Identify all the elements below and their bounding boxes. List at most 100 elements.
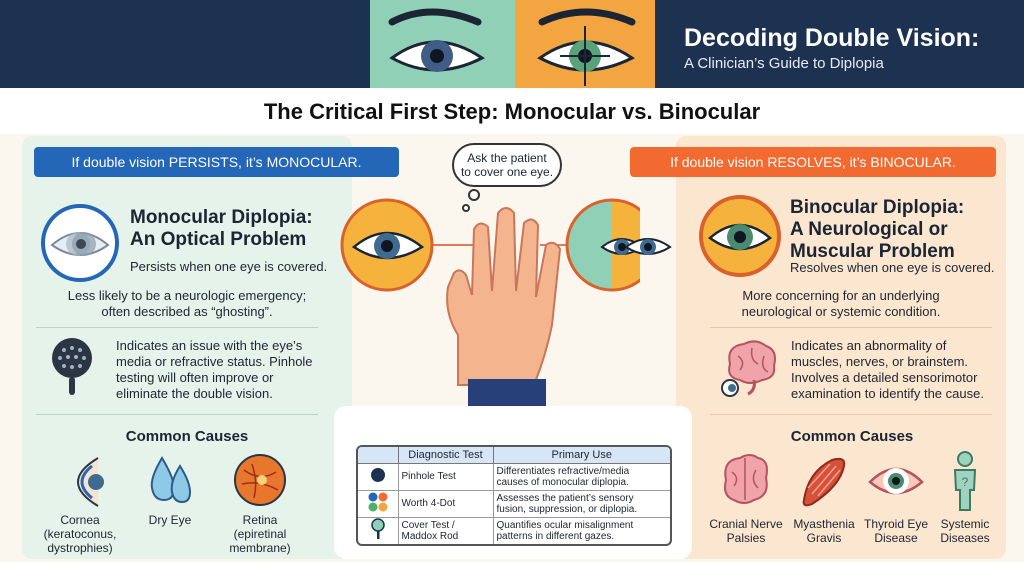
svg-text:?: ? <box>962 475 969 489</box>
table-row: Cover Test / Maddox Rod Quantifies ocula… <box>358 516 670 544</box>
bubble-line: Ask the patient <box>467 151 547 165</box>
text-line: More concerning for an underlying <box>742 288 940 303</box>
occluder-icon <box>358 516 399 544</box>
divider <box>710 414 992 415</box>
text-line: media or refractive status. Pinhole <box>116 354 313 369</box>
use-line: causes of monocular diplopia. <box>496 476 629 488</box>
brain-icon <box>724 454 768 504</box>
divider <box>36 414 318 415</box>
text-line: often described as “ghosting”. <box>101 304 273 319</box>
test-use: Quantifies ocular misalignment patterns … <box>493 516 670 544</box>
monocular-less-likely: Less likely to be a neurologic emergency… <box>22 288 352 320</box>
pinhole-occluder-icon <box>52 338 92 395</box>
use-line: Quantifies ocular misalignment <box>496 519 634 531</box>
section-heading: The Critical First Step: Monocular vs. B… <box>263 99 761 124</box>
use-line: Differentiates refractive/media <box>496 465 630 477</box>
divider <box>710 327 992 328</box>
monocular-title-line: An Optical Problem <box>130 229 307 250</box>
cause-label: Diseases <box>940 531 990 545</box>
cause-label: Gravis <box>806 531 842 545</box>
binocular-banner: If double vision RESOLVES, it’s BINOCULA… <box>630 147 996 177</box>
binocular-indicates-text: Indicates an abnormality of muscles, ner… <box>791 338 984 402</box>
monocular-causes-title: Common Causes <box>125 428 249 445</box>
table-row: Worth 4-Dot Assesses the patient’s senso… <box>358 489 670 517</box>
monocular-title: Monocular Diplopia: An Optical Problem <box>130 207 313 251</box>
cause-label: Thyroid Eye <box>863 517 929 531</box>
muscle-icon <box>802 457 846 507</box>
cause-label: membrane) <box>229 541 291 555</box>
bubble-line: to cover one eye. <box>460 165 554 179</box>
text-line: testing will often improve or <box>116 370 274 385</box>
monocular-banner: If double vision PERSISTS, it’s MONOCULA… <box>34 147 399 177</box>
dry-eye-drops-icon <box>150 456 192 504</box>
cause-dry-eye: Dry Eye <box>130 513 210 527</box>
cause-cranial-nerve: Cranial Nerve Palsies <box>704 517 788 545</box>
text-line: examination to identify the cause. <box>791 386 984 401</box>
pinhole-dot-icon <box>358 462 399 490</box>
diagnostic-table: Diagnostic Test Primary Use Pinhole Test… <box>356 445 672 546</box>
monocular-issue-text: Indicates an issue with the eye’s media … <box>116 338 313 402</box>
use-line: fusion, suppression, or diplopia. <box>496 503 638 515</box>
text-line: eliminate the double vision. <box>116 386 273 401</box>
retina-icon <box>234 454 286 506</box>
monocular-eye-icon <box>41 204 119 282</box>
text-line: Indicates an issue with the eye’s <box>116 338 303 353</box>
test-use: Differentiates refractive/media causes o… <box>493 462 670 490</box>
column-header-test: Diagnostic Test <box>398 447 494 464</box>
icon-column-header <box>358 447 399 464</box>
binocular-title-line: Binocular Diplopia: <box>790 197 965 218</box>
binocular-resolve-text: Resolves when one eye is covered. <box>790 260 995 275</box>
text-line: muscles, nerves, or brainstem. <box>791 354 969 369</box>
binocular-title-line: Muscular Problem <box>790 241 955 262</box>
cause-retina: Retina (epiretinal membrane) <box>220 513 300 555</box>
test-name: Cover Test / Maddox Rod <box>398 516 494 544</box>
cover-eye-illustration <box>340 198 640 407</box>
brain-eye-icon <box>721 340 776 397</box>
text-line: Involves a detailed sensorimotor <box>791 370 978 385</box>
column-header-use: Primary Use <box>493 447 670 464</box>
cause-label: Retina <box>242 513 278 527</box>
heading-band <box>0 88 1024 134</box>
cause-label: Cornea <box>60 513 100 527</box>
test-use: Assesses the patient’s sensory fusion, s… <box>493 489 670 517</box>
cause-label: Palsies <box>726 531 766 545</box>
cause-label: (epiretinal <box>233 527 287 541</box>
binocular-title: Binocular Diplopia: A Neurological or Mu… <box>790 197 964 263</box>
test-name-line: Maddox Rod <box>401 530 459 542</box>
text-line: neurological or systemic condition. <box>741 304 941 319</box>
cause-label: (keratoconus, <box>43 527 117 541</box>
cause-systemic: Systemic Diseases <box>928 517 1002 545</box>
monocular-title-line: Monocular Diplopia: <box>130 207 313 228</box>
test-name: Pinhole Test <box>398 462 494 490</box>
thought-bubble: Ask the patient to cover one eye. <box>452 143 562 187</box>
page-subtitle: A Clinician’s Guide to Diplopia <box>684 55 884 72</box>
four-dot-icon <box>358 489 399 517</box>
bubble-dot <box>462 204 470 212</box>
binocular-concern: More concerning for an underlying neurol… <box>676 288 1006 320</box>
cause-cornea: Cornea (keratoconus, dystrophies) <box>32 513 128 555</box>
cause-label: Cranial Nerve <box>709 517 783 531</box>
cause-label: Dry Eye <box>148 513 192 527</box>
cause-label: dystrophies) <box>47 541 113 555</box>
header-eyes-icon <box>388 8 636 86</box>
text-line: Less likely to be a neurologic emergency… <box>67 288 307 303</box>
page-title: Decoding Double Vision: <box>684 24 980 52</box>
monocular-persist-text: Persists when one eye is covered. <box>130 259 328 274</box>
divider <box>36 327 318 328</box>
binocular-eye-icon <box>699 195 781 277</box>
person-icon: ? <box>953 451 977 511</box>
binocular-title-line: A Neurological or <box>790 219 948 240</box>
test-name: Worth 4-Dot <box>398 489 494 517</box>
cause-label: Systemic <box>940 517 990 531</box>
table-row: Pinhole Test Differentiates refractive/m… <box>358 462 670 490</box>
use-line: patterns in different gazes. <box>496 530 615 542</box>
cause-thyroid-eye: Thyroid Eye Disease <box>856 517 936 545</box>
text-line: Indicates an abnormality of <box>791 338 947 353</box>
cornea-icon <box>77 457 104 507</box>
cause-label: Myasthenia <box>793 517 855 531</box>
binocular-causes-title: Common Causes <box>790 428 914 445</box>
test-name-line: Cover Test / <box>401 519 455 531</box>
use-line: Assesses the patient’s sensory <box>496 492 634 504</box>
cause-label: Disease <box>874 531 918 545</box>
double-eye-icon <box>600 238 672 255</box>
